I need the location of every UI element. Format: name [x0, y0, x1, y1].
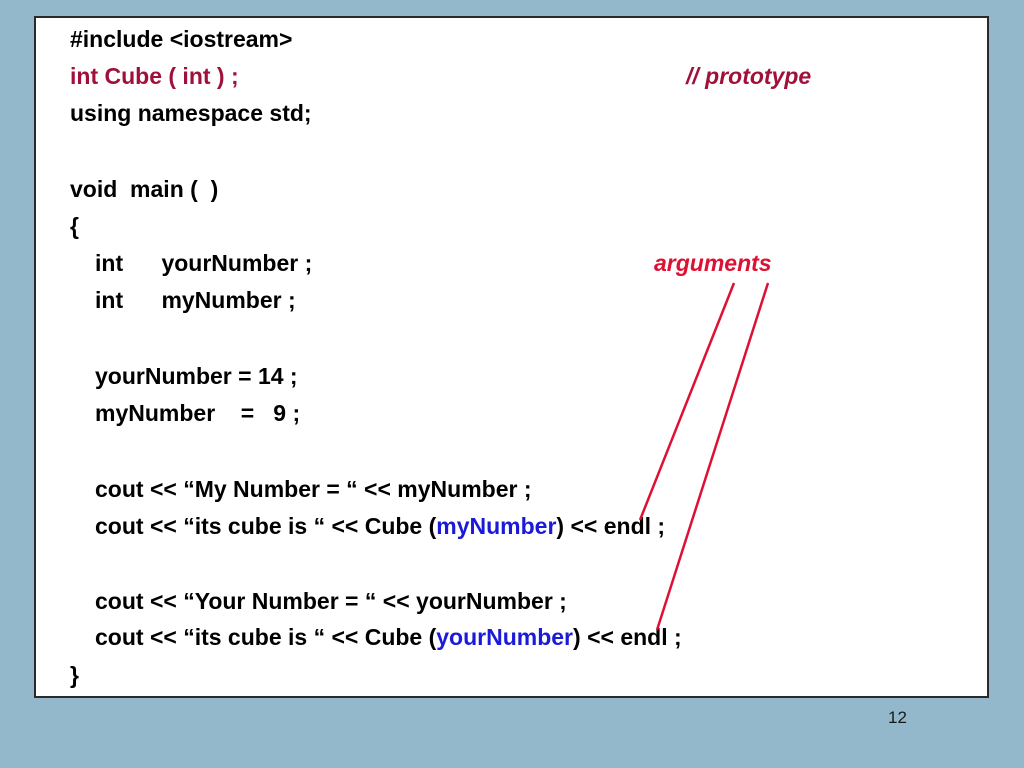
- slide-panel: [34, 16, 989, 698]
- arguments-label: arguments: [654, 250, 772, 276]
- argument-my-number: myNumber: [436, 513, 557, 539]
- assign-my-number: myNumber = 9 ;: [95, 400, 301, 426]
- cout-my-number: cout << “My Number = “ << myNumber ;: [95, 476, 532, 502]
- assign-your-number: yourNumber = 14 ;: [95, 363, 298, 389]
- include-line: #include <iostream>: [70, 26, 293, 52]
- argument-your-number: yourNumber: [436, 624, 574, 650]
- cout4-suffix: ) << endl ;: [573, 624, 682, 650]
- pointer-line-my-number: [638, 282, 736, 521]
- cout2-suffix: ) << endl ;: [556, 513, 666, 539]
- open-brace: {: [70, 213, 79, 239]
- cout-cube-my-number: cout << “its cube is “ << Cube (myNumber…: [95, 509, 665, 543]
- cout-your-number: cout << “Your Number = “ << yourNumber ;: [95, 588, 567, 614]
- declaration-my-number: int myNumber ;: [95, 287, 296, 313]
- prototype-comment: // prototype: [686, 63, 812, 89]
- cout-cube-your-number: cout << “its cube is “ << Cube (yourNumb…: [95, 620, 682, 654]
- main-signature: void main ( ): [70, 176, 219, 202]
- cout2-prefix: cout << “its cube is “ << Cube (: [95, 513, 437, 539]
- close-brace: }: [70, 662, 79, 688]
- using-line: using namespace std;: [70, 100, 312, 126]
- declaration-your-number: int yourNumber ;: [95, 250, 313, 276]
- prototype-line: int Cube ( int ) ;: [70, 63, 239, 89]
- slide-number: 12: [888, 708, 907, 727]
- cout4-prefix: cout << “its cube is “ << Cube (: [95, 624, 437, 650]
- pointer-line-your-number: [655, 282, 770, 631]
